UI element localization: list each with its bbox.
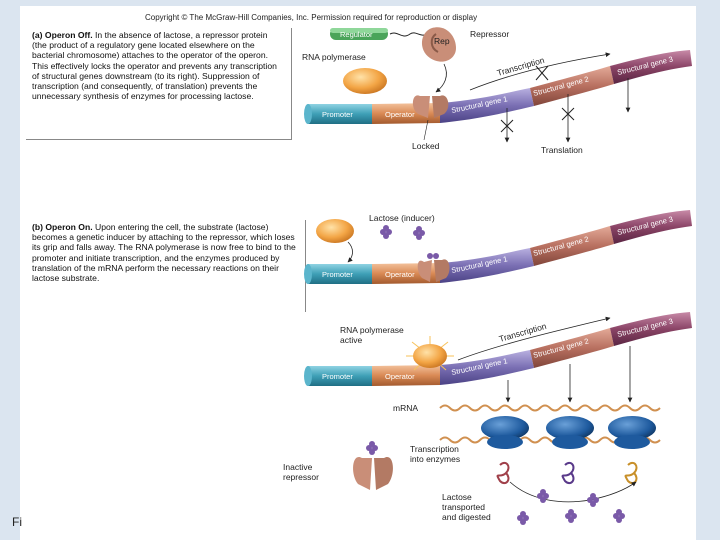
panel-a-text: In the absence of lactose, a repressor p… [32, 30, 277, 102]
mrna-strand-1 [439, 404, 661, 412]
repressor-arrow [435, 63, 447, 93]
inactive-repressor [353, 441, 393, 490]
inactive-repressor-label-1: Inactive [283, 462, 313, 472]
lactose-digested-label-3: and digested [442, 512, 491, 522]
regulator-mrna-squiggle [389, 32, 429, 37]
rna-polymerase-b1 [316, 219, 354, 243]
operator-label-b1: Operator [385, 270, 415, 279]
operator-label-b2: Operator [385, 372, 415, 381]
translation-arrows-a [500, 78, 631, 143]
rna-polymerase-active-label-2: active [340, 335, 362, 345]
dna-strand-b1 [304, 210, 692, 284]
panel-a-heading: (a) Operon Off. [32, 30, 93, 40]
repressor-on-operator [412, 95, 449, 118]
translation-label: Translation [541, 145, 583, 155]
transcription-block-x [535, 65, 549, 81]
rna-polymerase-a [343, 68, 387, 94]
promoter-label-a: Promoter [322, 110, 353, 119]
ribosomes [481, 416, 656, 449]
lactose-inducer-label: Lactose (inducer) [369, 213, 435, 223]
repressor-falling-off [417, 253, 450, 282]
promoter-label-b2: Promoter [322, 372, 353, 381]
transcription-label-a: Transcription [496, 55, 546, 78]
repressor-rep-label: Rep [434, 36, 450, 46]
promoter-label-b1: Promoter [322, 270, 353, 279]
rna-polymerase-active-label-1: RNA polymerase [340, 325, 404, 335]
lactose-molecules-b1 [380, 225, 425, 240]
mrna-label: mRNA [393, 403, 418, 413]
polymerase-arrow-b1 [347, 241, 353, 263]
copyright-notice: Copyright © The McGraw-Hill Companies, I… [145, 13, 478, 22]
panel-b-text: Upon entering the cell, the substrate (l… [32, 222, 296, 284]
digestion-cycle-arrow [509, 481, 637, 503]
figure-label: Fi [12, 515, 22, 529]
enzymes [496, 461, 638, 485]
transcription-label-b: Transcription [498, 321, 548, 344]
repressor-label: Repressor [470, 29, 509, 39]
panel-b-caption: (b) Operon On. Upon entering the cell, t… [26, 220, 306, 312]
transcription-arrow-b [457, 316, 611, 361]
locked-label: Locked [412, 141, 440, 151]
transcription-enzymes-label-1: Transcription [410, 444, 459, 454]
panel-b-heading: (b) Operon On. [32, 222, 93, 232]
operator-label-a: Operator [385, 110, 415, 119]
transcription-arrow-a [469, 52, 611, 91]
rna-polymerase-active [406, 336, 454, 371]
mrna-arrows [505, 346, 633, 403]
regulator-gene: Regulator [330, 28, 388, 40]
transcription-enzymes-label-2: into enzymes [410, 454, 460, 464]
panel-a-caption: (a) Operon Off. In the absence of lactos… [26, 28, 292, 140]
lactose-digested-label-1: Lactose [442, 492, 472, 502]
lactose-molecules-digested [517, 489, 625, 525]
regulator-label: Regulator [340, 30, 373, 39]
repressor-protein-a: Rep [421, 27, 456, 62]
inactive-repressor-label-2: repressor [283, 472, 319, 482]
rna-polymerase-label-a: RNA polymerase [302, 52, 366, 62]
locked-leader [423, 119, 429, 141]
lactose-digested-label-2: transported [442, 502, 485, 512]
dna-strand-b2 [304, 312, 692, 386]
